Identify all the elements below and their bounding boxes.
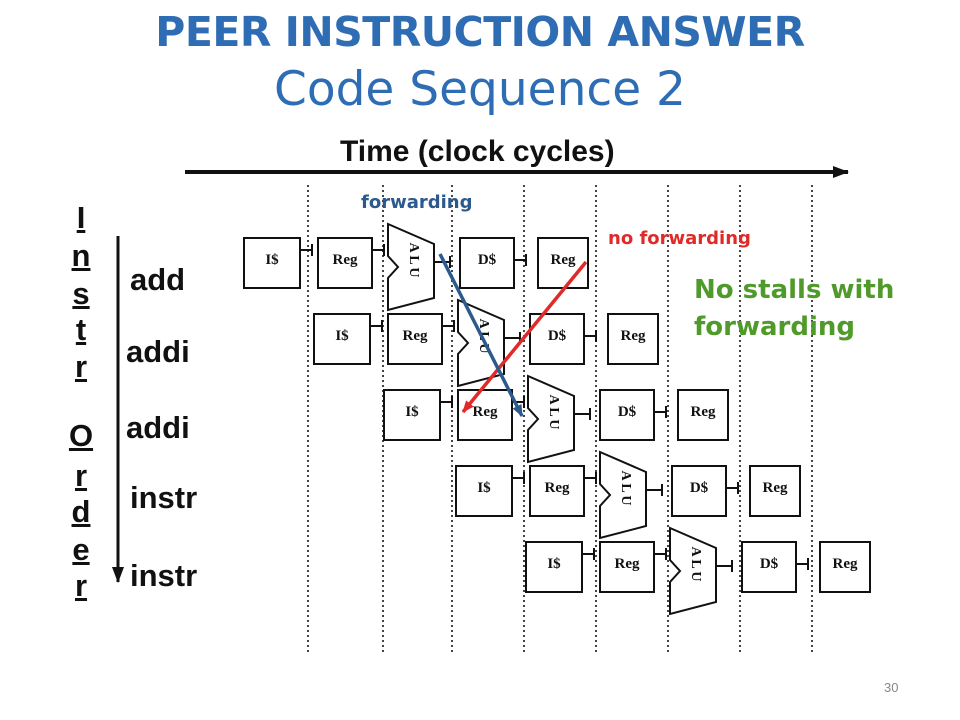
register-write-label: Reg [621, 328, 646, 344]
register-file-write-box [537, 237, 589, 289]
icache-label: I$ [477, 480, 491, 496]
pipeline-register [796, 558, 809, 570]
icache-label: I$ [265, 252, 279, 268]
pipeline-register [582, 548, 595, 560]
register-file-write-box [677, 389, 729, 441]
forwarding-arrow [438, 253, 524, 417]
alu-label: A L U [688, 546, 703, 581]
register-file-read-box [457, 389, 513, 441]
alu-label: A L U [406, 242, 421, 277]
pipeline-register [514, 254, 527, 266]
icache-box [525, 541, 583, 593]
dcache-box [529, 313, 585, 365]
pipeline-register [654, 548, 667, 560]
pipeline-register [512, 472, 525, 484]
dcache-box [671, 465, 727, 517]
order-letter: O [68, 418, 94, 453]
time-axis-label: Time (clock cycles) [340, 135, 615, 168]
alu-shape [387, 222, 435, 312]
register-read-label: Reg [473, 404, 498, 420]
register-read-label: Reg [403, 328, 428, 344]
pipeline-register [504, 332, 521, 344]
register-write-label: Reg [763, 480, 788, 496]
pipeline-register [574, 408, 591, 420]
register-file-read-box [599, 541, 655, 593]
order-letter: t [75, 312, 87, 347]
alu-shape [669, 526, 717, 616]
register-write-label: Reg [691, 404, 716, 420]
order-letter: d [71, 494, 91, 529]
register-file-write-box [607, 313, 659, 365]
pipeline-register [370, 320, 383, 332]
conclusion-text: No stalls with forwarding [694, 275, 895, 342]
register-read-label: Reg [545, 480, 570, 496]
pipeline-register [300, 244, 313, 256]
order-letter: r [74, 568, 88, 603]
icache-box [455, 465, 513, 517]
instruction-label: addi [126, 334, 190, 369]
no-forwarding-label: no forwarding [608, 228, 751, 249]
icache-box [313, 313, 371, 365]
alu-shape [457, 298, 505, 388]
alu-label: A L U [618, 470, 633, 505]
slide-title: PEER INSTRUCTION ANSWER [155, 8, 805, 56]
alu-label: A L U [546, 394, 561, 429]
instruction-label: add [130, 262, 186, 297]
slide-subtitle: Code Sequence 2 [274, 62, 686, 117]
order-letter: r [74, 458, 88, 493]
register-file-read-box [529, 465, 585, 517]
dcache-label: D$ [548, 328, 567, 344]
icache-label: I$ [405, 404, 419, 420]
icache-label: I$ [335, 328, 349, 344]
no-forwarding-arrow [461, 260, 588, 414]
dcache-box [599, 389, 655, 441]
order-letter: I [76, 200, 86, 235]
forwarding-label: forwarding [361, 192, 473, 213]
dcache-label: D$ [690, 480, 709, 496]
pipeline-row: I$ Reg A L U D$ Reg [383, 374, 729, 464]
dcache-label: D$ [760, 556, 779, 572]
pipeline-register [654, 406, 667, 418]
pipeline-register [434, 256, 451, 268]
dcache-box [741, 541, 797, 593]
icache-label: I$ [547, 556, 561, 572]
dcache-box [459, 237, 515, 289]
pipeline-register [584, 472, 597, 484]
register-file-write-box [819, 541, 871, 593]
alu-shape [527, 374, 575, 464]
pipeline-register [726, 482, 739, 494]
icache-box [243, 237, 301, 289]
register-read-label: Reg [333, 252, 358, 268]
pipeline-register [716, 560, 733, 572]
icache-box [383, 389, 441, 441]
order-letter: e [72, 532, 90, 567]
pipeline-register [584, 330, 597, 342]
order-letter: n [71, 238, 91, 273]
register-file-write-box [749, 465, 801, 517]
pipeline-register [442, 320, 455, 332]
register-file-read-box [317, 237, 373, 289]
register-file-read-box [387, 313, 443, 365]
order-letter: s [72, 276, 90, 311]
dcache-label: D$ [478, 252, 497, 268]
pipeline-row: I$ Reg A L U D$ Reg [243, 222, 589, 312]
pipeline-row: I$ Reg A L U D$ Reg [455, 450, 801, 540]
register-write-label: Reg [551, 252, 576, 268]
pipeline-register [440, 396, 453, 408]
alu-shape [599, 450, 647, 540]
pipeline-register [372, 244, 385, 256]
dcache-label: D$ [618, 404, 637, 420]
page-number: 30 [884, 680, 899, 695]
pipeline-register [646, 484, 663, 496]
pipeline-row: I$ Reg A L U D$ Reg [525, 526, 871, 616]
register-write-label: Reg [833, 556, 858, 572]
register-read-label: Reg [615, 556, 640, 572]
order-letter: r [74, 349, 88, 384]
instruction-label: instr [130, 480, 198, 515]
instruction-label: addi [126, 410, 190, 445]
instruction-label: instr [130, 558, 198, 593]
